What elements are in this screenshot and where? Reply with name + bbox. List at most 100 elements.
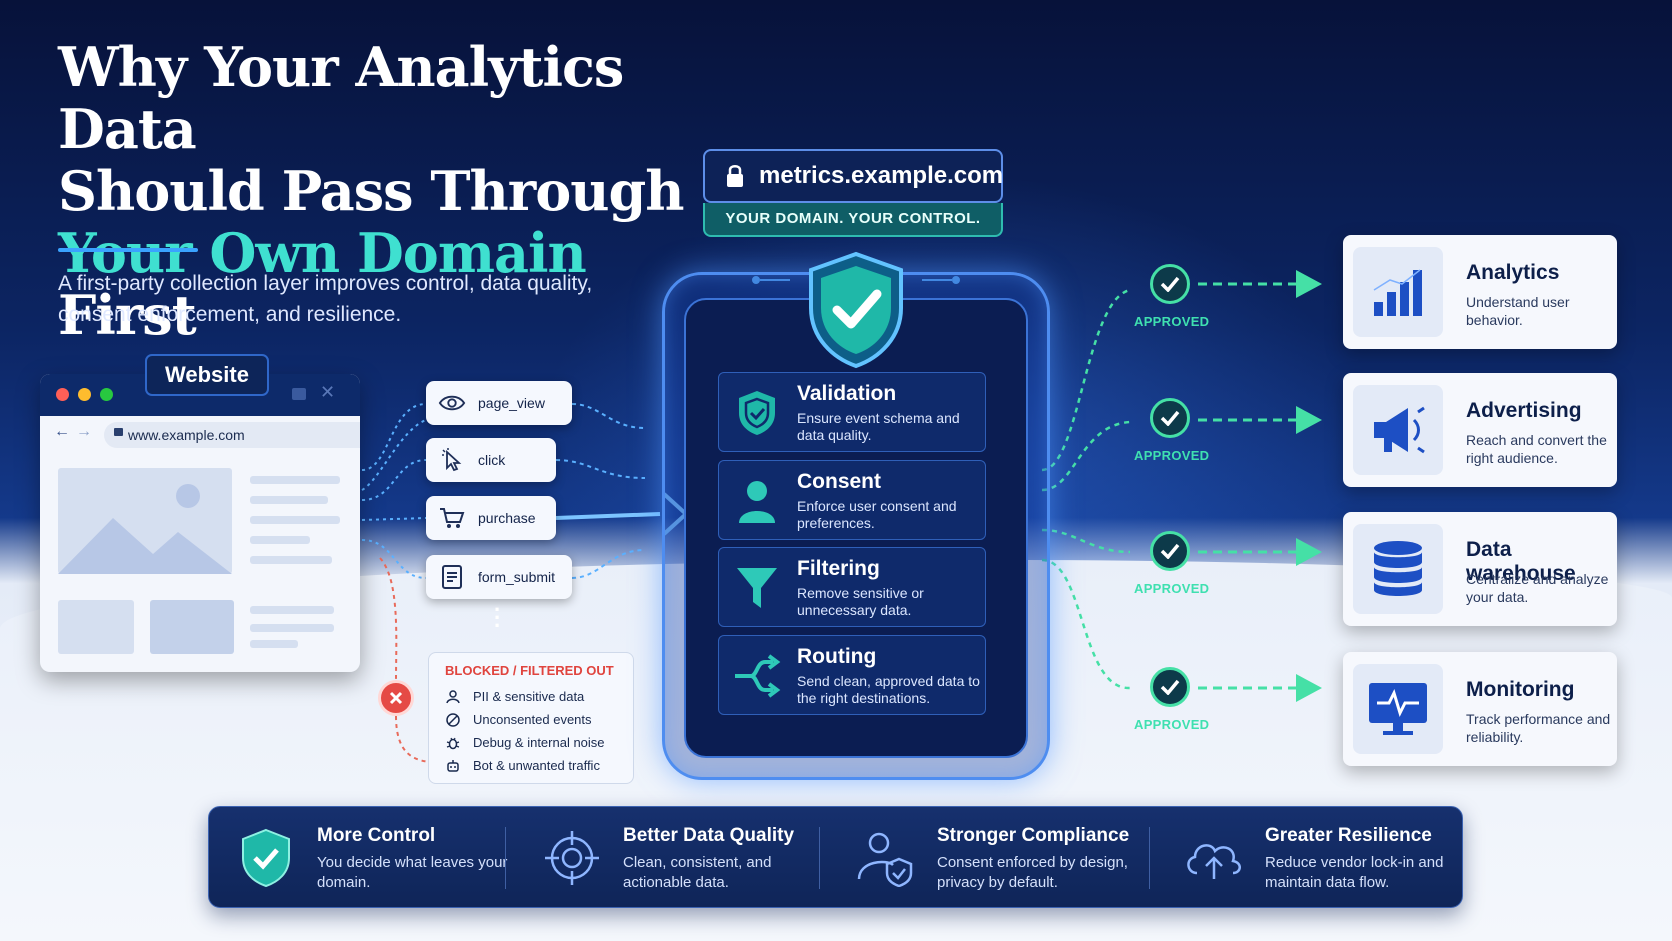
- benefit-resilience: Greater Resilience Reduce vendor lock-in…: [1167, 807, 1457, 907]
- user-shield-icon: [855, 827, 917, 889]
- close-x-icon: ✕: [320, 382, 336, 402]
- blocked-item: Debug & internal noise: [445, 731, 617, 754]
- destination-title: Advertising: [1466, 399, 1582, 422]
- destination-title: Data warehouse: [1466, 538, 1576, 585]
- cursor-icon: [438, 447, 466, 473]
- text-line-placeholder: [250, 516, 340, 524]
- eye-icon: [438, 390, 466, 416]
- event-form-submit: form_submit: [426, 555, 572, 599]
- destination-desc: Track performance and reliability.: [1466, 711, 1611, 745]
- benefit-data-quality: Better Data Quality Clean, consistent, a…: [525, 807, 825, 907]
- benefit-desc: Clean, consistent, and actionable data.: [623, 854, 772, 891]
- divider: [819, 827, 820, 889]
- text-line-placeholder: [250, 476, 340, 484]
- approved-label: APPROVED: [1134, 314, 1210, 329]
- event-label: purchase: [478, 510, 536, 526]
- step-title: Routing: [797, 645, 877, 668]
- step-validation: Validation Ensure event schema and data …: [718, 372, 986, 452]
- back-arrow-icon: ←: [54, 423, 70, 440]
- blocked-x-icon: [378, 680, 414, 716]
- benefit-desc: Reduce vendor lock-in and maintain data …: [1265, 854, 1444, 891]
- route-icon: [731, 650, 783, 702]
- destination-advertising: Advertising Reach and convert the right …: [1343, 373, 1617, 487]
- bar-chart-icon: [1353, 247, 1443, 337]
- destination-data-warehouse: Data warehouse Centralize and analyze yo…: [1343, 512, 1617, 626]
- benefits-bar: More Control You decide what leaves your…: [208, 806, 1463, 908]
- monitor-icon: [1353, 664, 1443, 754]
- title-line-1: Why Your Analytics Data: [58, 35, 624, 161]
- text-line-placeholder: [250, 496, 328, 504]
- text-line-placeholder: [250, 624, 334, 632]
- approved-label: APPROVED: [1134, 581, 1210, 596]
- step-desc: Remove sensitive or unnecessary data.: [797, 585, 924, 618]
- image-placeholder: [58, 468, 232, 574]
- step-desc: Send clean, approved data to the right d…: [797, 673, 980, 706]
- minimize-dot-icon: [78, 388, 91, 401]
- text-line-placeholder: [250, 606, 334, 614]
- event-click: click: [426, 438, 556, 482]
- approved-label: APPROVED: [1134, 448, 1210, 463]
- event-label: form_submit: [478, 569, 556, 585]
- text-line-placeholder: [250, 556, 332, 564]
- step-title: Filtering: [797, 557, 880, 580]
- more-events-ellipsis: ···: [494, 597, 502, 638]
- domain-tagline: YOUR DOMAIN. YOUR CONTROL.: [703, 203, 1003, 237]
- approved-check-icon: [1150, 264, 1190, 304]
- approved-label: APPROVED: [1134, 717, 1210, 732]
- benefit-desc: Consent enforced by design, privacy by d…: [937, 854, 1128, 891]
- event-label: click: [478, 452, 506, 468]
- blocked-item: PII & sensitive data: [445, 685, 617, 708]
- destination-title: Monitoring: [1466, 678, 1575, 701]
- blocked-item-label: PII & sensitive data: [473, 689, 585, 704]
- forward-arrow-icon: →: [76, 423, 92, 440]
- blocked-item-label: Debug & internal noise: [473, 735, 605, 750]
- cloud-upload-icon: [1183, 827, 1245, 889]
- maximize-dot-icon: [100, 388, 113, 401]
- benefit-desc: You decide what leaves your domain.: [317, 854, 508, 891]
- shield-check-icon: [731, 387, 783, 439]
- funnel-icon: [731, 562, 783, 614]
- target-icon: [541, 827, 603, 889]
- benefit-title: Stronger Compliance: [937, 825, 1130, 846]
- page-title: Why Your Analytics Data Should Pass Thro…: [58, 36, 738, 346]
- close-dot-icon: [56, 388, 69, 401]
- step-title: Consent: [797, 470, 881, 493]
- form-icon: [438, 564, 466, 590]
- user-icon: [445, 689, 461, 705]
- blocked-item: Bot & unwanted traffic: [445, 754, 617, 777]
- destination-desc: Centralize and analyze your data.: [1466, 571, 1609, 605]
- step-desc: Enforce user consent and preferences.: [797, 498, 957, 531]
- lock-icon: [725, 164, 745, 188]
- domain-host: metrics.example.com: [759, 162, 1004, 189]
- database-icon: [1353, 524, 1443, 614]
- divider: [505, 827, 506, 889]
- title-accent: Your Own Domain: [58, 221, 587, 285]
- approved-check-icon: [1150, 667, 1190, 707]
- step-routing: Routing Send clean, approved data to the…: [718, 635, 986, 715]
- benefit-more-control: More Control You decide what leaves your…: [219, 807, 509, 907]
- domain-pill: metrics.example.com: [703, 149, 1003, 203]
- block-placeholder: [150, 600, 234, 654]
- divider: [1149, 827, 1150, 889]
- bug-icon: [445, 735, 461, 751]
- bot-icon: [445, 758, 461, 774]
- title-line-2: Should Pass Through: [58, 159, 685, 223]
- event-page-view: page_view: [426, 381, 572, 425]
- cart-icon: [438, 505, 466, 531]
- blocked-item-label: Unconsented events: [473, 712, 592, 727]
- destination-title: Analytics: [1466, 261, 1560, 284]
- benefit-title: Better Data Quality: [623, 825, 795, 846]
- event-purchase: purchase: [426, 496, 556, 540]
- benefit-title: Greater Resilience: [1265, 825, 1432, 846]
- destination-analytics: Analytics Understand user behavior.: [1343, 235, 1617, 349]
- approved-check-icon: [1150, 398, 1190, 438]
- title-line-3: Your Own Domain First: [58, 222, 738, 346]
- website-browser-mockup: ✕ ← → www.example.com: [40, 374, 360, 672]
- user-icon: [731, 475, 783, 527]
- url-lock-icon: [114, 428, 123, 436]
- destination-monitoring: Monitoring Track performance and reliabi…: [1343, 652, 1617, 766]
- no-entry-icon: [445, 712, 461, 728]
- window-square-icon: [292, 388, 306, 400]
- text-line-placeholder: [250, 640, 298, 648]
- step-desc: Ensure event schema and data quality.: [797, 410, 960, 443]
